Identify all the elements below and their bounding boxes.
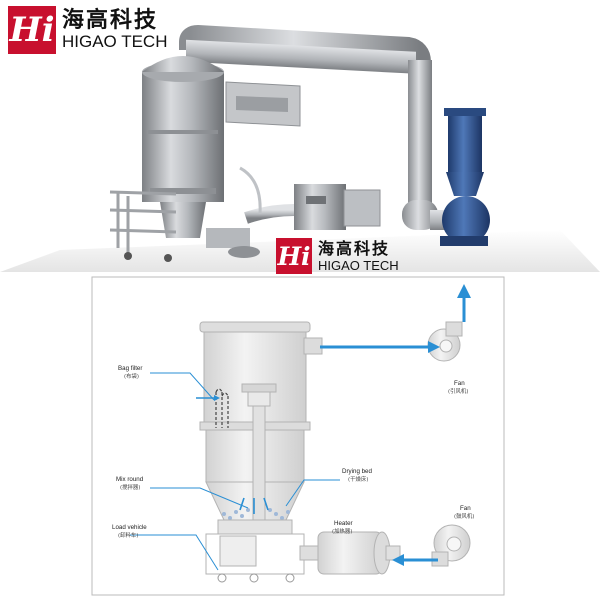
heater-cover xyxy=(343,189,381,227)
logo-text: 海高科技 HIGAO TECH xyxy=(62,8,167,52)
inlet-box-face xyxy=(236,96,288,112)
label-fan-bottom-cn: (鼓风机) xyxy=(454,512,474,520)
schematic-diagram: Bag filter (布袋) Mix round (搅拌器) Load veh… xyxy=(91,276,505,596)
bin-mouth xyxy=(228,246,260,258)
logo-name-cn: 海高科技 xyxy=(62,7,159,33)
logo-text: 海高科技 HIGAO TECH xyxy=(318,238,399,273)
screw-feeder xyxy=(244,204,295,224)
photo-render xyxy=(0,24,600,272)
vertical-duct xyxy=(408,60,432,210)
vessel-flange-lower xyxy=(150,188,216,194)
label-fan-top-cn: (引风机) xyxy=(448,387,468,395)
shaft-cap xyxy=(241,383,277,393)
label-bag-filter-cn: (布袋) xyxy=(124,372,139,380)
arrow-head xyxy=(457,284,471,298)
label-drying-bed: Drying bed xyxy=(342,468,372,475)
label-heater: Heater xyxy=(334,520,353,527)
air-plenum xyxy=(217,519,293,535)
label-mix-round-cn: (搅拌器) xyxy=(120,483,140,491)
label-heater-cn: (加热器) xyxy=(332,527,352,535)
outlet-nozzle xyxy=(303,337,323,355)
wheel xyxy=(164,254,172,262)
vessel-flange xyxy=(148,130,218,134)
arrow-head xyxy=(428,341,440,353)
brand-logo: Hi 海高科技 HIGAO TECH xyxy=(8,6,167,54)
induced-fan-hub xyxy=(439,339,453,353)
duct-top xyxy=(186,39,416,74)
vessel-body xyxy=(142,72,224,202)
induced-fan-outlet xyxy=(445,321,463,337)
fan-stack xyxy=(448,112,482,172)
logo-mark: Hi xyxy=(8,6,56,54)
fan-housing xyxy=(442,196,490,244)
label-mix-round: Mix round xyxy=(116,476,144,483)
fan-cap xyxy=(444,108,486,116)
logo-name-en: HIGAO TECH xyxy=(318,257,399,273)
arrow-head xyxy=(392,554,404,566)
heater-duct xyxy=(299,545,321,561)
label-fan-bottom: Fan xyxy=(460,505,471,512)
label-leaders xyxy=(130,372,340,571)
duct-elbow xyxy=(402,200,438,230)
wheel xyxy=(124,252,132,260)
airflow-arrows xyxy=(320,284,471,566)
internal-airflow xyxy=(196,395,269,514)
frame-wheel xyxy=(285,573,295,583)
label-bag-filter: Bag filter xyxy=(118,365,142,372)
platform-frame xyxy=(109,190,177,254)
product-particles xyxy=(222,508,290,520)
overhead-duct xyxy=(179,24,431,180)
label-drying-bed-cn: (干燥床) xyxy=(348,475,368,483)
vessel-dome xyxy=(142,56,224,72)
logo-mark: Hi xyxy=(276,238,312,274)
blower-fan-hub xyxy=(446,536,462,552)
heater-panel xyxy=(306,196,326,204)
fan-base xyxy=(440,236,488,246)
logo-name-cn: 海高科技 xyxy=(318,238,391,258)
brand-logo-watermark: Hi 海高科技 HIGAO TECH xyxy=(276,238,399,274)
vehicle-wheel xyxy=(249,573,259,583)
discharge-cart xyxy=(206,228,250,248)
feed-hose xyxy=(239,166,262,215)
top-flange xyxy=(199,321,311,333)
label-fan-top: Fan xyxy=(454,380,465,387)
label-load-vehicle-cn: (卸料车) xyxy=(118,531,138,539)
fan-cone xyxy=(446,172,484,196)
logo-name-en: HIGAO TECH xyxy=(62,32,168,51)
vehicle-wheel xyxy=(217,573,227,583)
label-load-vehicle: Load vehicle xyxy=(112,524,147,531)
heater-unit xyxy=(317,531,383,575)
heater-box xyxy=(294,184,346,230)
load-vehicle-body xyxy=(219,535,257,567)
